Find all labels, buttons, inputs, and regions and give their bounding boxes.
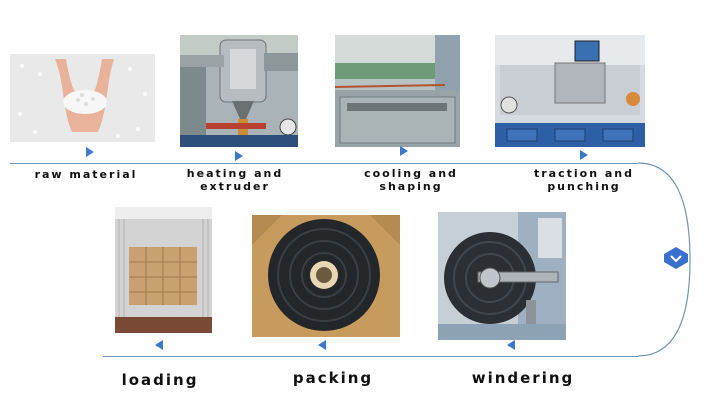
photo-traction-punching: [495, 35, 645, 147]
step-label-raw-material: raw material: [34, 168, 138, 181]
step-label-cooling-shaping: cooling and shaping: [364, 167, 458, 193]
chevron-down-icon: [663, 246, 689, 270]
step-label-loading: loading: [121, 371, 199, 389]
step-marker-packing: [318, 340, 326, 350]
photo-loading: [115, 207, 212, 333]
photo-packing: [252, 215, 400, 337]
bottom-process-line: [103, 356, 638, 357]
step-marker-windering: [507, 340, 515, 350]
step-marker-loading: [155, 340, 163, 350]
step-marker-raw-material: [86, 147, 94, 157]
step-label-windering: windering: [471, 369, 575, 387]
step-marker-cooling-shaping: [400, 146, 408, 156]
photo-windering: [438, 212, 566, 340]
step-label-packing: packing: [292, 369, 374, 387]
step-label-heating-extruder: heating and extruder: [186, 167, 284, 193]
photo-heating-extruder: [180, 35, 298, 147]
top-process-line: [10, 163, 638, 164]
photo-raw-material: [10, 54, 155, 142]
turn-connector: [630, 160, 700, 360]
step-marker-heating-extruder: [235, 151, 243, 161]
step-marker-traction-punching: [580, 150, 588, 160]
step-label-traction-punching: traction and punching: [533, 167, 634, 193]
photo-cooling-shaping: [335, 35, 460, 147]
